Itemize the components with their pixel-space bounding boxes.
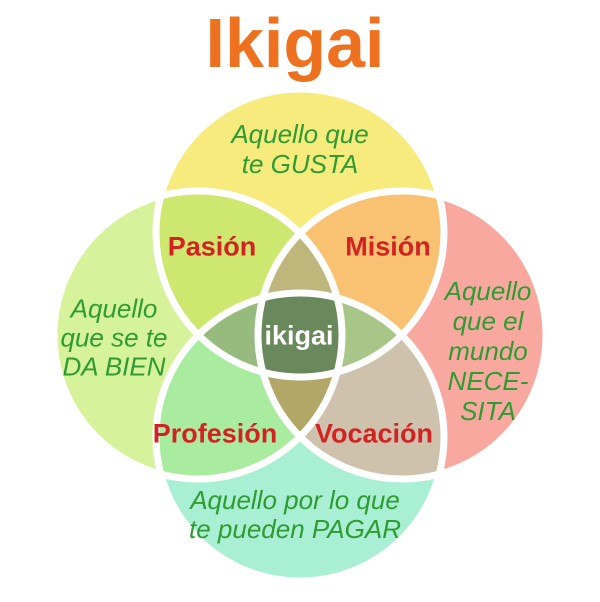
description-line: que el bbox=[452, 306, 524, 336]
circle-top-outline bbox=[152, 85, 448, 381]
description-line: te pueden PAGAR bbox=[189, 514, 401, 544]
circle-left-description: Aquello que se te DA BIEN bbox=[60, 293, 168, 382]
description-line: SITA bbox=[460, 396, 516, 426]
description-line: Aquello bbox=[70, 293, 158, 324]
description-line: te GUSTA bbox=[241, 149, 359, 179]
description-line: Aquello bbox=[444, 276, 532, 306]
label-ikigai-center: ikigai bbox=[264, 320, 334, 351]
description-line: que se te bbox=[60, 322, 168, 353]
page-title: Ikigai bbox=[205, 4, 385, 82]
description-line: Aquello que bbox=[231, 119, 369, 149]
circle-bottom-description: Aquello por lo que te pueden PAGAR bbox=[189, 486, 401, 544]
circle-right-outline bbox=[254, 187, 550, 483]
description-line: NECE- bbox=[447, 366, 529, 396]
circle-top-description: Aquello que te GUSTA bbox=[231, 119, 368, 179]
circle-bottom-outline bbox=[152, 289, 448, 585]
label-mision: Misión bbox=[345, 231, 431, 262]
description-line: Aquello por lo que bbox=[190, 485, 400, 515]
label-pasion: Pasión bbox=[167, 231, 257, 262]
circle-right-description: Aquello que el mundo NECE- SITA bbox=[445, 276, 532, 426]
description-line: DA BIEN bbox=[62, 351, 166, 382]
label-profesion: Profesión bbox=[152, 418, 278, 449]
circle-left-outline bbox=[50, 187, 346, 483]
label-vocacion: Vocación bbox=[314, 418, 434, 449]
description-line: mundo bbox=[448, 336, 528, 366]
